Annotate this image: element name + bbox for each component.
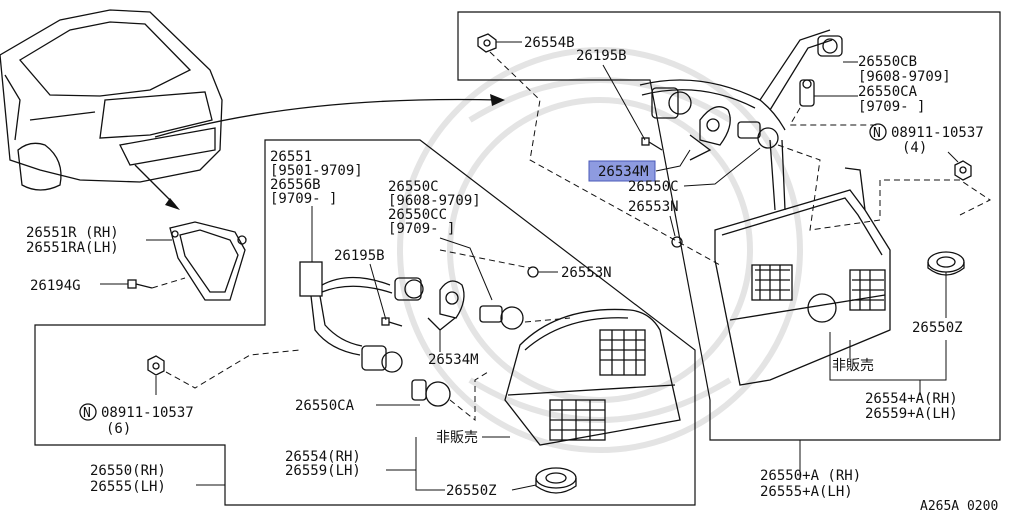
socket-left-top xyxy=(394,277,424,301)
label-08911-left: 08911-10537 xyxy=(101,405,194,421)
diagram-code: A265A 0200 xyxy=(920,499,998,511)
label-26553N-top: 26553N xyxy=(628,199,679,215)
label-26550CC-range: [9709- ] xyxy=(388,221,455,237)
not-for-sale-right: 非販売 xyxy=(832,358,874,374)
label-26556B: 26556B xyxy=(270,177,321,193)
label-08911-left-qty: (6) xyxy=(106,421,131,437)
nut-08911-left xyxy=(147,355,165,376)
svg-text:N: N xyxy=(83,406,91,421)
label-26551RA: 26551RA(LH) xyxy=(26,240,119,256)
car-illustration xyxy=(0,9,223,191)
socket-left-bottom xyxy=(361,345,403,373)
label-26554B: 26554B xyxy=(524,35,575,51)
label-26534M-mid: 26534M xyxy=(428,352,479,368)
label-26553N-mid: 26553N xyxy=(561,265,612,281)
frame-left-assembly xyxy=(34,139,696,506)
label-26550Z-bottom: 26550Z xyxy=(446,483,497,499)
gasket-26550Z-bottom xyxy=(535,467,577,494)
label-08911-right: 08911-10537 xyxy=(891,125,984,141)
arrow-to-lamp xyxy=(154,98,501,138)
label-26550-left: 26550(RH) xyxy=(90,463,166,479)
arrow-to-bracket xyxy=(134,164,176,206)
socket-right-top xyxy=(651,87,692,119)
n-mark-left: N xyxy=(79,403,97,421)
screw-26194G xyxy=(127,279,153,289)
screw-26195B-mid xyxy=(381,317,403,327)
label-26195B-top: 26195B xyxy=(576,48,627,64)
label-26550C-left: 26550C xyxy=(388,179,439,195)
label-26534M-top: 26534M xyxy=(598,164,649,180)
label-26550CC: 26550CC xyxy=(388,207,447,223)
label-26550CB-range: [9608-9709] xyxy=(858,69,951,85)
label-26550CB: 26550CB xyxy=(858,54,917,70)
label-26559-mid: 26559(LH) xyxy=(285,463,361,479)
label-26550Z-right: 26550Z xyxy=(912,320,963,336)
label-26559A: 26559+A(LH) xyxy=(865,406,958,422)
label-26550CA-mid: 26550CA xyxy=(295,398,355,414)
label-26551R: 26551R (RH) xyxy=(26,225,119,241)
lamp-inner-26554A xyxy=(714,167,891,386)
label-26194G: 26194G xyxy=(30,278,81,294)
label-26551: 26551 xyxy=(270,149,312,165)
not-for-sale-mid: 非販売 xyxy=(436,430,478,446)
bulb-26550CB xyxy=(817,35,843,57)
label-26556B-range: [9709- ] xyxy=(270,191,337,207)
label-08911-right-qty: (4) xyxy=(902,140,927,156)
n-mark-right: N xyxy=(869,123,887,141)
label-26195B-mid: 26195B xyxy=(334,248,385,264)
bulb-26550C-right xyxy=(737,121,779,149)
label-26554-mid: 26554(RH) xyxy=(285,449,361,465)
bulb-26550CA-mid xyxy=(411,379,451,407)
arrow-head-lamp xyxy=(490,94,505,106)
label-26555-left: 26555(LH) xyxy=(90,479,166,495)
label-26550CA-top: 26550CA xyxy=(858,84,918,100)
bracket-26551R xyxy=(169,221,247,301)
wiring-harness-left xyxy=(299,261,393,356)
label-26551-range: [9501-9709] xyxy=(270,163,363,179)
arrow-head-bracket xyxy=(165,198,180,210)
svg-text:N: N xyxy=(873,126,881,141)
reflector-26534M-mid xyxy=(439,280,465,319)
screw-26195B-top xyxy=(641,137,663,151)
frame-right-assembly xyxy=(457,11,1001,441)
gasket-26550Z-right xyxy=(927,251,965,276)
label-26550A: 26550+A (RH) xyxy=(760,468,861,484)
label-26550C-right: 26550C xyxy=(628,179,679,195)
washer-26553N-mid xyxy=(527,266,539,278)
label-26555A: 26555+A(LH) xyxy=(760,484,853,500)
label-26550C-left-range: [9608-9709] xyxy=(388,193,481,209)
nut-08911-right xyxy=(954,160,972,181)
reflector-26534M-top xyxy=(699,106,731,146)
washer-26553N-top xyxy=(671,236,683,248)
bulb-26550CA-top xyxy=(799,79,815,107)
label-26550CA-top-range: [9709- ] xyxy=(858,99,925,115)
bulb-26550C-left xyxy=(479,305,524,330)
nut-26554B xyxy=(477,33,497,53)
lamp-outer-26554 xyxy=(504,308,681,446)
label-26554A: 26554+A(RH) xyxy=(865,391,958,407)
highlight-26534M xyxy=(588,160,656,182)
